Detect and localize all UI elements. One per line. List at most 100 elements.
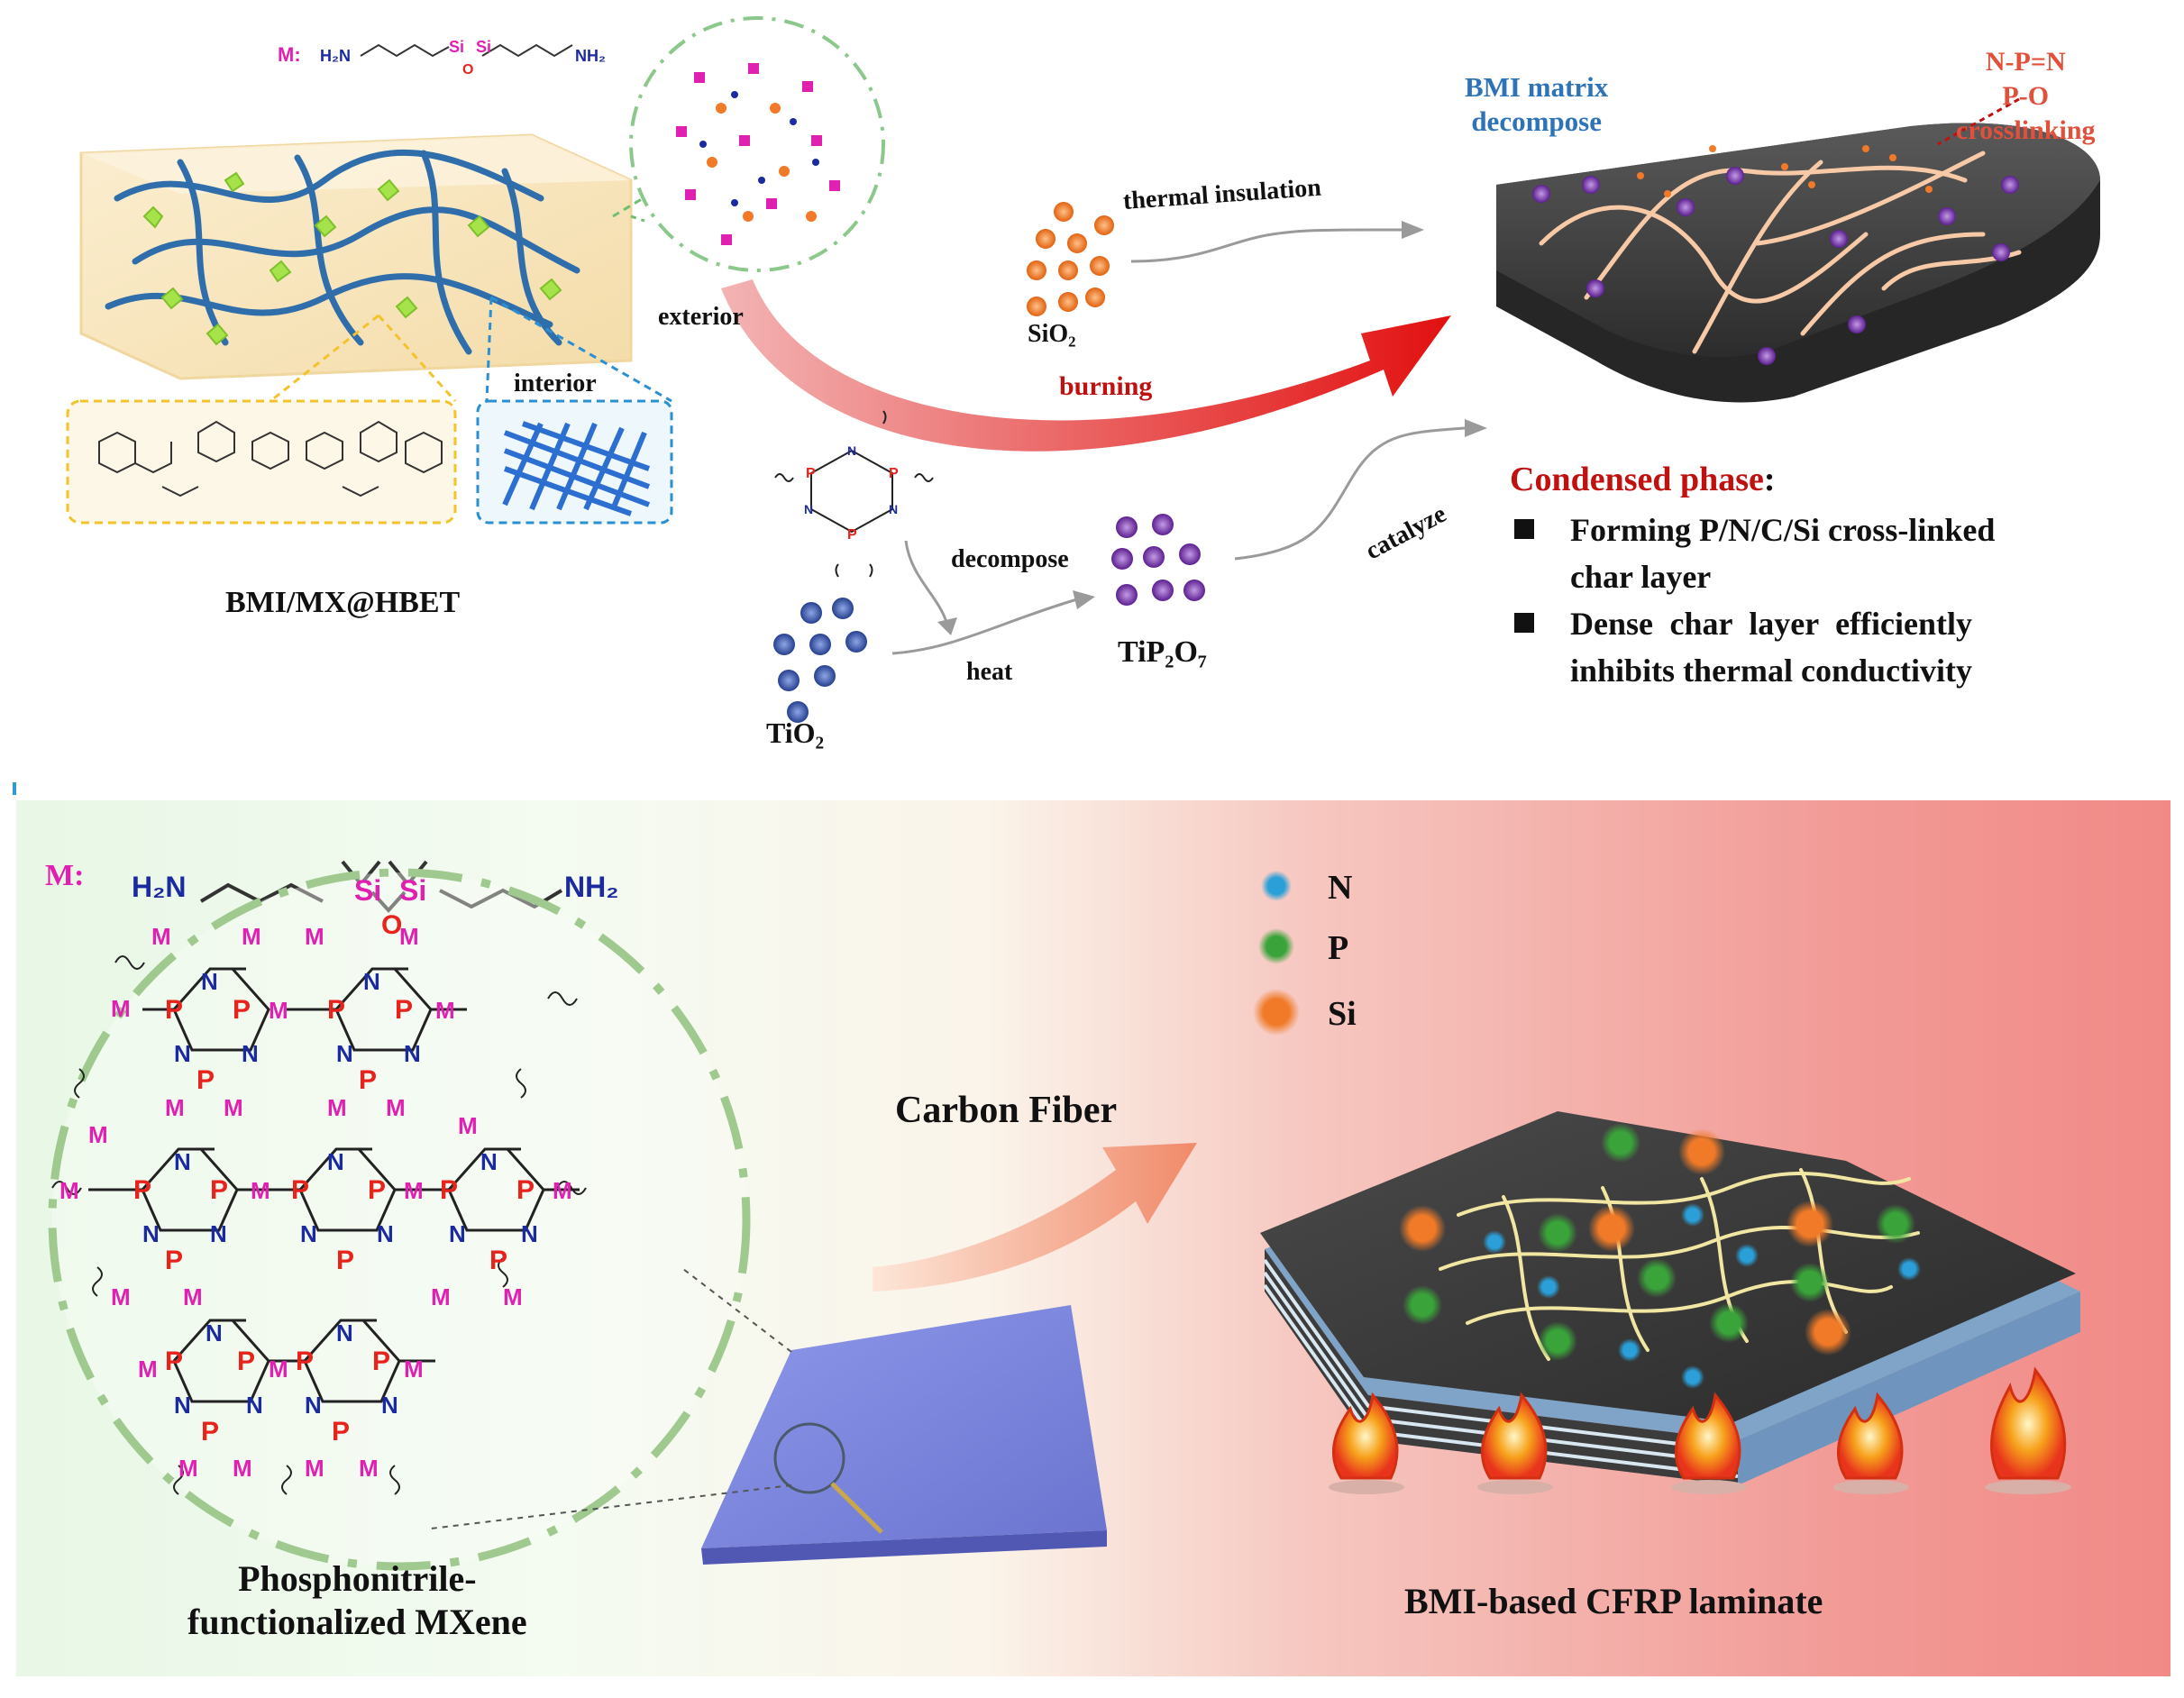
bottom-si-2: Si: [399, 874, 427, 907]
bottom-h2n: H₂N: [132, 871, 187, 903]
heat-label: heat: [966, 658, 1013, 686]
burning-arrow: [721, 279, 1451, 452]
top-network-circle: [629, 16, 885, 272]
top-m-structure: [360, 43, 573, 58]
mxene-label: Phosphonitrile- functionalized MXene: [187, 1557, 527, 1644]
crosslinking-label: N-P=N P-O crosslinking: [1956, 45, 2096, 148]
svg-text:M: M: [111, 995, 131, 1022]
legend-p-label: P: [1328, 929, 1349, 967]
bmi-structure-box: [66, 399, 457, 525]
svg-text:M: M: [88, 1121, 108, 1148]
svg-text:N: N: [300, 1220, 317, 1247]
bullet-item: Dense char layer efficiently inhibits th…: [1514, 600, 2136, 694]
interior-box: [476, 399, 673, 525]
bmi-matrix-line1: BMI matrix: [1465, 71, 1609, 103]
svg-text:N: N: [174, 1392, 191, 1419]
tip2o7-cluster: [1111, 514, 1205, 606]
svg-text:M: M: [178, 1455, 198, 1482]
sio2-label: SiO₂: [1028, 320, 1076, 348]
svg-text:N: N: [847, 443, 856, 458]
mxene-sheet: [701, 1305, 1107, 1565]
bottom-m-label: M:: [45, 859, 85, 892]
carbon-fiber-label: Carbon Fiber: [895, 1090, 1118, 1131]
svg-text:P: P: [165, 1246, 183, 1275]
legend-n-label: N: [1328, 869, 1353, 907]
svg-text:M: M: [224, 1094, 243, 1121]
mxene-line1: Phosphonitrile-: [238, 1558, 477, 1599]
laminate-dots: [1399, 1123, 1921, 1389]
crosslink-line3: crosslinking: [1956, 115, 2096, 145]
svg-text:M: M: [503, 1283, 523, 1310]
flame-icon: [1833, 1392, 1909, 1494]
top-nh2: NH₂: [575, 47, 606, 65]
svg-text:P: P: [165, 1347, 183, 1376]
svg-text:M: M: [359, 1455, 379, 1482]
condensed-phase-title: Condensed phase:: [1510, 460, 1776, 499]
flame-icon: [1671, 1392, 1747, 1494]
laminate-label: BMI-based CFRP laminate: [1404, 1581, 1823, 1621]
svg-text:M: M: [165, 1094, 185, 1121]
svg-text:P: P: [291, 1175, 309, 1205]
flames: [1329, 1366, 2071, 1494]
svg-text:M: M: [151, 923, 171, 950]
svg-text:P: P: [201, 1417, 219, 1447]
svg-text:P: P: [516, 1175, 535, 1205]
top-panel: M: H₂N Si O Si NH₂: [0, 0, 2184, 775]
svg-text:P: P: [336, 1246, 354, 1275]
top-o: O: [462, 62, 473, 78]
carbon-fiber-arrow: [873, 1143, 1197, 1292]
top-m-label: M:: [278, 43, 301, 66]
svg-text:P: P: [237, 1347, 255, 1376]
cfrp-laminate: [1260, 1111, 2080, 1485]
bottom-nh2: NH₂: [564, 871, 619, 903]
svg-text:N: N: [174, 1040, 191, 1067]
interior-label: interior: [514, 370, 597, 397]
svg-text:P: P: [165, 995, 183, 1025]
svg-text:N: N: [327, 1148, 344, 1175]
svg-text:P: P: [806, 466, 816, 481]
svg-text:P: P: [359, 1065, 377, 1095]
char-layer-slab: [1496, 123, 2100, 403]
legend-dots: [1253, 871, 1300, 1036]
tip2o7-label: TiP₂O₇: [1118, 635, 1208, 669]
svg-text:N: N: [889, 502, 898, 516]
svg-text:P: P: [332, 1417, 350, 1447]
svg-text:P: P: [196, 1065, 215, 1095]
panel-divider-mark: [13, 782, 16, 795]
flame-icon: [1477, 1392, 1553, 1494]
crosslink-line2: P-O: [2002, 81, 2050, 111]
bullet-item: Forming P/N/C/Si cross-linked char layer: [1514, 507, 2136, 600]
svg-text:P: P: [889, 466, 899, 481]
bmi-resin-block: [79, 133, 659, 380]
condensed-title-text: Condensed phase: [1510, 461, 1764, 498]
svg-text:M: M: [404, 1177, 424, 1204]
bullet-2-line1: Dense char layer efficiently: [1570, 606, 1973, 642]
svg-text:P: P: [296, 1347, 314, 1376]
bullet-1-line1: Forming P/N/C/Si cross-linked: [1570, 512, 1996, 548]
svg-text:N: N: [201, 968, 218, 995]
svg-text:N: N: [363, 968, 380, 995]
tio2-label: TiO₂: [766, 717, 825, 749]
svg-text:M: M: [458, 1112, 478, 1139]
bottom-si-1: Si: [354, 874, 382, 907]
mxene-particles: [142, 171, 562, 346]
catalyze-arrow: [1234, 426, 1466, 561]
svg-text:M: M: [435, 997, 455, 1024]
bullet-2-line2: inhibits thermal conductivity: [1570, 653, 1973, 689]
svg-text:N: N: [336, 1319, 353, 1347]
svg-text:N: N: [449, 1220, 466, 1247]
svg-text:P: P: [233, 995, 251, 1025]
svg-text:N: N: [381, 1392, 398, 1419]
bmi-matrix-line2: decompose: [1471, 105, 1602, 137]
svg-text:N: N: [377, 1220, 394, 1247]
svg-text:P: P: [847, 527, 857, 543]
svg-text:M: M: [138, 1356, 158, 1383]
composite-label: BMI/MX@HBET: [225, 586, 461, 619]
svg-text:M: M: [386, 1094, 406, 1121]
svg-text:M: M: [305, 1455, 324, 1482]
bullet-square-icon: [1514, 613, 1534, 633]
svg-text:N: N: [521, 1220, 538, 1247]
